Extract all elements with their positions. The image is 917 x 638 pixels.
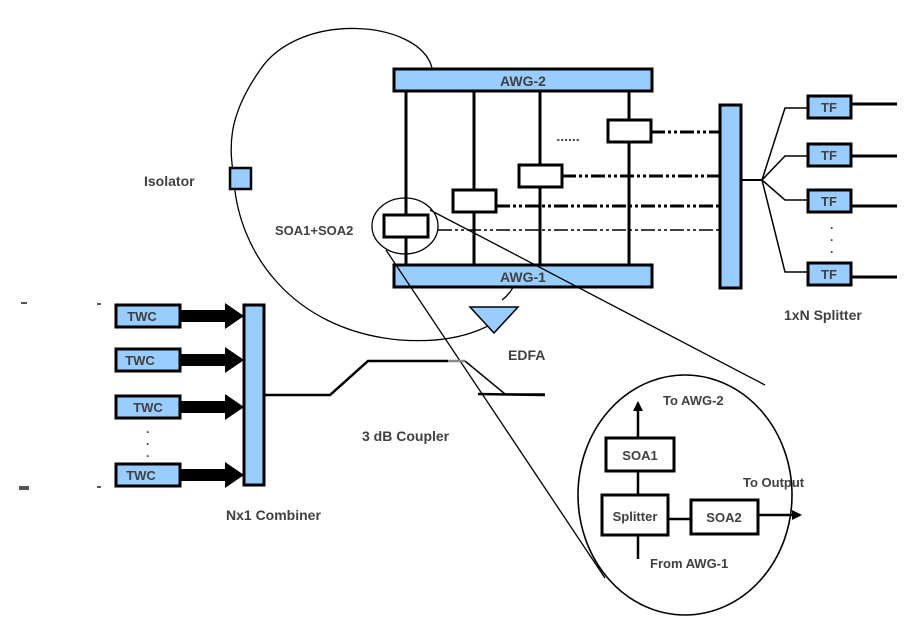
soa-box-2[interactable] [451, 188, 498, 214]
splitter-1xn-block[interactable] [718, 103, 743, 290]
coupler-lower-arm [464, 360, 545, 395]
edge-mark [97, 303, 101, 305]
twc-label: TWC [127, 309, 157, 324]
twc-arrow-head [225, 462, 244, 488]
fanout-2 [761, 155, 808, 181]
coupler-lower-output [477, 392, 546, 397]
inset-to-awg2-label: To AWG-2 [663, 393, 724, 408]
twc-arrow-shaft [180, 401, 225, 413]
twc-arrow-head [225, 394, 244, 420]
twc-block-2[interactable]: TWC [114, 347, 244, 373]
soa-ellipsis: ...... [556, 128, 579, 144]
twc-block-1[interactable]: TWC [114, 303, 244, 329]
isolator-block[interactable] [228, 166, 253, 191]
coupler-upper-arm [264, 359, 448, 397]
tf-label: TF [821, 100, 837, 115]
inset-soa2-box[interactable] [689, 498, 760, 536]
soa-magnifier-circle [371, 197, 439, 255]
inset-splitter-label: Splitter [613, 509, 658, 524]
inset-soa1-box[interactable] [604, 436, 676, 473]
zoom-line-bottom [385, 249, 606, 579]
twc-arrow-head [225, 303, 244, 329]
tf-block-3[interactable]: TF [806, 188, 897, 214]
twc-vdots: · [146, 449, 150, 463]
awg2-block[interactable] [392, 67, 654, 93]
inset-detail-circle [577, 374, 793, 616]
edge-mark [19, 486, 29, 490]
awg1-block[interactable] [392, 263, 654, 289]
isolator-label: Isolator [144, 173, 195, 189]
tf-label: TF [821, 267, 837, 282]
combiner-nx1-block[interactable] [242, 303, 266, 487]
twc-block-4[interactable]: TWC [114, 462, 244, 488]
soa-box-1[interactable] [382, 213, 430, 239]
tf-block-4[interactable]: TF [806, 261, 897, 287]
fanout-4 [761, 179, 808, 273]
twc-label: TWC [126, 468, 156, 483]
tf-vdots: · [830, 221, 834, 235]
soa-box-4[interactable] [606, 118, 653, 144]
zoom-line-top [429, 209, 766, 386]
soa-box-3[interactable] [517, 163, 564, 189]
twc-arrow-shaft [180, 310, 225, 322]
tf-block-2[interactable]: TF [806, 142, 897, 168]
edfa-amplifier[interactable] [468, 306, 520, 335]
tf-block-1[interactable]: TF [806, 94, 897, 120]
awg1-label: AWG-1 [500, 269, 546, 285]
twc-arrow-shaft [180, 354, 225, 366]
tf-vdots: · [830, 245, 834, 259]
inset-soa2-label: SOA2 [706, 510, 741, 525]
fanout-1 [761, 107, 808, 181]
inset-from-awg1-label: From AWG-1 [650, 556, 728, 571]
coupler-label: 3 dB Coupler [362, 428, 450, 444]
edge-mark [97, 486, 101, 488]
inset-soa1-label: SOA1 [622, 448, 657, 463]
twc-label: TWC [125, 353, 155, 368]
combiner-label: Nx1 Combiner [226, 507, 321, 523]
fanout-3 [761, 179, 808, 201]
soa-pair-label: SOA1+SOA2 [275, 223, 353, 238]
inset-splitter-box[interactable] [600, 493, 670, 537]
awg2-label: AWG-2 [500, 73, 546, 89]
splitter-1xn-label: 1xN Splitter [784, 307, 862, 323]
tf-vdots: · [830, 233, 834, 247]
twc-label: TWC [133, 400, 163, 415]
edfa-label: EDFA [508, 347, 545, 363]
tf-label: TF [821, 148, 837, 163]
edge-mark [21, 302, 27, 304]
twc-vdots: · [146, 425, 150, 439]
twc-vdots: · [146, 437, 150, 451]
tf-label: TF [821, 194, 837, 209]
twc-arrow-shaft [180, 469, 225, 481]
twc-block-3[interactable]: TWC [114, 394, 244, 420]
inset-to-output-label: To Output [743, 475, 805, 490]
twc-arrow-head [225, 347, 244, 373]
